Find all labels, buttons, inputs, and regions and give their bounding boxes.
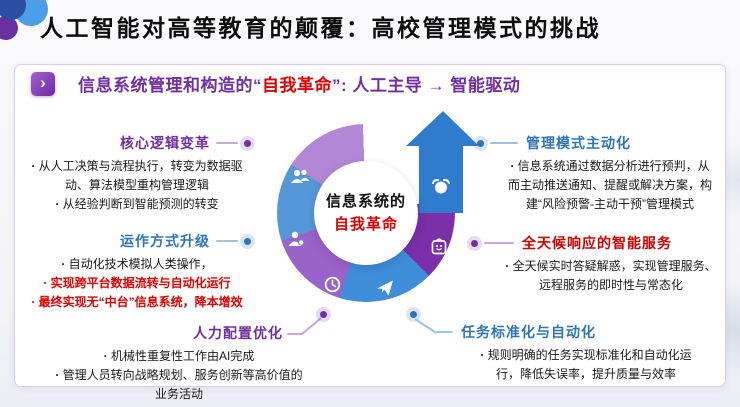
bullet-item: 从人工决策与流程执行，转变为数据驱动、算法模型重构管理逻辑	[21, 157, 253, 195]
alarm-icon	[432, 178, 450, 194]
bullet-item: 最终实现无“中台”信息系统，降本增效	[21, 293, 253, 312]
center-label-line2: 自我革命	[333, 216, 398, 233]
connector-dot	[471, 239, 478, 247]
connector-diagonal	[301, 317, 322, 335]
section-hr-optimization: 人力配置优化 机械性重复性工作由AI完成 管理人员转向战略规划、服务创新等高价值…	[21, 323, 303, 404]
bullet-item: 管理人员转向战略规划、服务创新等高价值的业务活动	[55, 366, 303, 404]
section-title: 管理模式主动化	[526, 135, 631, 151]
connector-dot	[320, 311, 327, 318]
connector-dot	[244, 139, 251, 147]
corner-decor-circle-purple	[0, 16, 18, 40]
bullet-item: 全天候实时答疑解惑，实现管理服务、远程服务的即时性与常态化	[505, 257, 717, 295]
section-title: 运作方式升级	[120, 233, 210, 249]
send-icon	[377, 280, 393, 296]
connector-line	[216, 240, 238, 242]
people-icon	[291, 169, 310, 183]
content-panel: › 信息系统管理和构造的“自我革命”: 人工主导 → 智能驱动 核心逻辑变革 从…	[14, 64, 726, 401]
bullet-item: 信息系统通过数据分析进行预判，从而主动推送通知、提醒或解决方案，构建“风险预警-…	[505, 157, 715, 214]
connector-line	[490, 142, 518, 144]
connector-line	[436, 331, 453, 333]
page-title: 人工智能对高等教育的颠覆：高校管理模式的挑战	[40, 16, 601, 42]
up-arrow-icon	[406, 111, 479, 213]
section-title: 核心逻辑变革	[120, 135, 210, 151]
connector-line	[216, 142, 238, 144]
connector-dot	[410, 311, 417, 318]
banner-title: 信息系统管理和构造的“自我革命”: 人工主导 → 智能驱动	[78, 71, 520, 96]
section-task-standardization: 任务标准化与自动化 规则明确的任务实现标准化和自动化运行，降低失误率，提升质量与…	[457, 322, 707, 384]
center-label-line1: 信息系统的	[325, 192, 406, 210]
chevron-right-icon: ›	[31, 71, 55, 96]
banner-text-highlight: 自我革命	[262, 76, 332, 95]
diagram-center-label: 信息系统的 自我革命	[314, 161, 418, 265]
section-proactive-management: 管理模式主动化 信息系统通过数据分析进行预判，从而主动推送通知、提醒或解决方案，…	[477, 133, 717, 214]
bullet-item: 实现跨平台数据流转与自动化运行	[21, 274, 253, 293]
section-core-logic: 核心逻辑变革 从人工决策与流程执行，转变为数据驱动、算法模型重构管理逻辑 从经验…	[21, 133, 253, 214]
clock-icon	[324, 276, 341, 293]
bullet-item: 从经验判断到智能预测的转变	[21, 195, 253, 214]
corner-decor-circle-navy	[0, 0, 26, 20]
section-title: 全天候响应的智能服务	[522, 235, 672, 251]
bullet-item: 规则明确的任务实现标准化和自动化运行，降低失误率，提升质量与效率	[477, 346, 695, 384]
bag-icon	[431, 238, 447, 255]
bullet-item: 机械性重复性工作由AI完成	[55, 347, 303, 366]
connector-line	[484, 242, 514, 244]
section-title: 任务标准化与自动化	[461, 324, 596, 340]
banner-text-prefix: 信息系统管理和构造的“	[78, 76, 262, 95]
person-icon	[288, 231, 305, 246]
section-smart-service: 全天候响应的智能服务 全天候实时答疑解惑，实现管理服务、远程服务的即时性与常态化	[471, 233, 721, 295]
section-banner: › 信息系统管理和构造的“自我革命”: 人工主导 → 智能驱动	[31, 71, 520, 96]
section-operation-upgrade: 运作方式升级 自动化技术模拟人类操作， 实现跨平台数据流转与自动化运行 最终实现…	[21, 231, 253, 312]
banner-text-suffix: ”: 人工主导 → 智能驱动	[332, 76, 521, 95]
bullet-item: 自动化技术模拟人类操作，	[21, 255, 253, 274]
connector-dot	[477, 139, 484, 147]
section-title: 人力配置优化	[193, 325, 283, 341]
connector-diagonal	[414, 318, 438, 334]
connector-line	[287, 333, 303, 335]
connector-dot	[244, 237, 251, 245]
